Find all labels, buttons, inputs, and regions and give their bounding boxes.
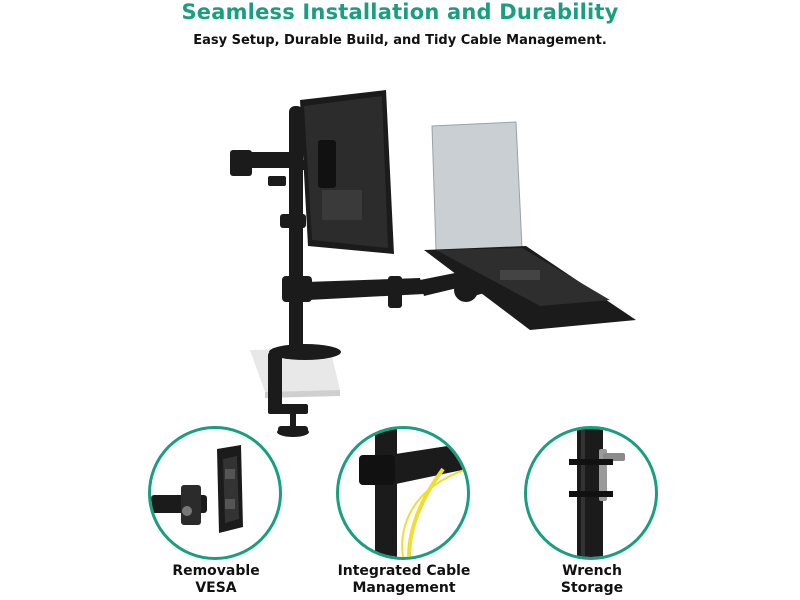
feature-removable-vesa: Removable VESA [136,426,296,596]
feature-label: Wrench Storage [560,563,624,596]
desk-clamp [268,344,341,437]
feature-label: Integrated Cable Management [337,563,471,596]
page-title: Seamless Installation and Durability [181,0,619,24]
feature-label: Removable VESA [172,563,260,596]
page-subtitle: Easy Setup, Durable Build, and Tidy Cabl… [193,33,607,48]
wrench-storage-icon [524,426,658,560]
laptop [424,121,636,330]
cable-management-icon [336,426,470,560]
monitor [300,90,394,254]
monitor-mount-illustration [230,90,636,437]
mount-pole [289,106,303,354]
vesa-plate-icon [148,426,282,560]
feature-cable-management: Integrated Cable Management [324,426,484,596]
feature-wrench-storage: Wrench Storage [512,426,672,596]
